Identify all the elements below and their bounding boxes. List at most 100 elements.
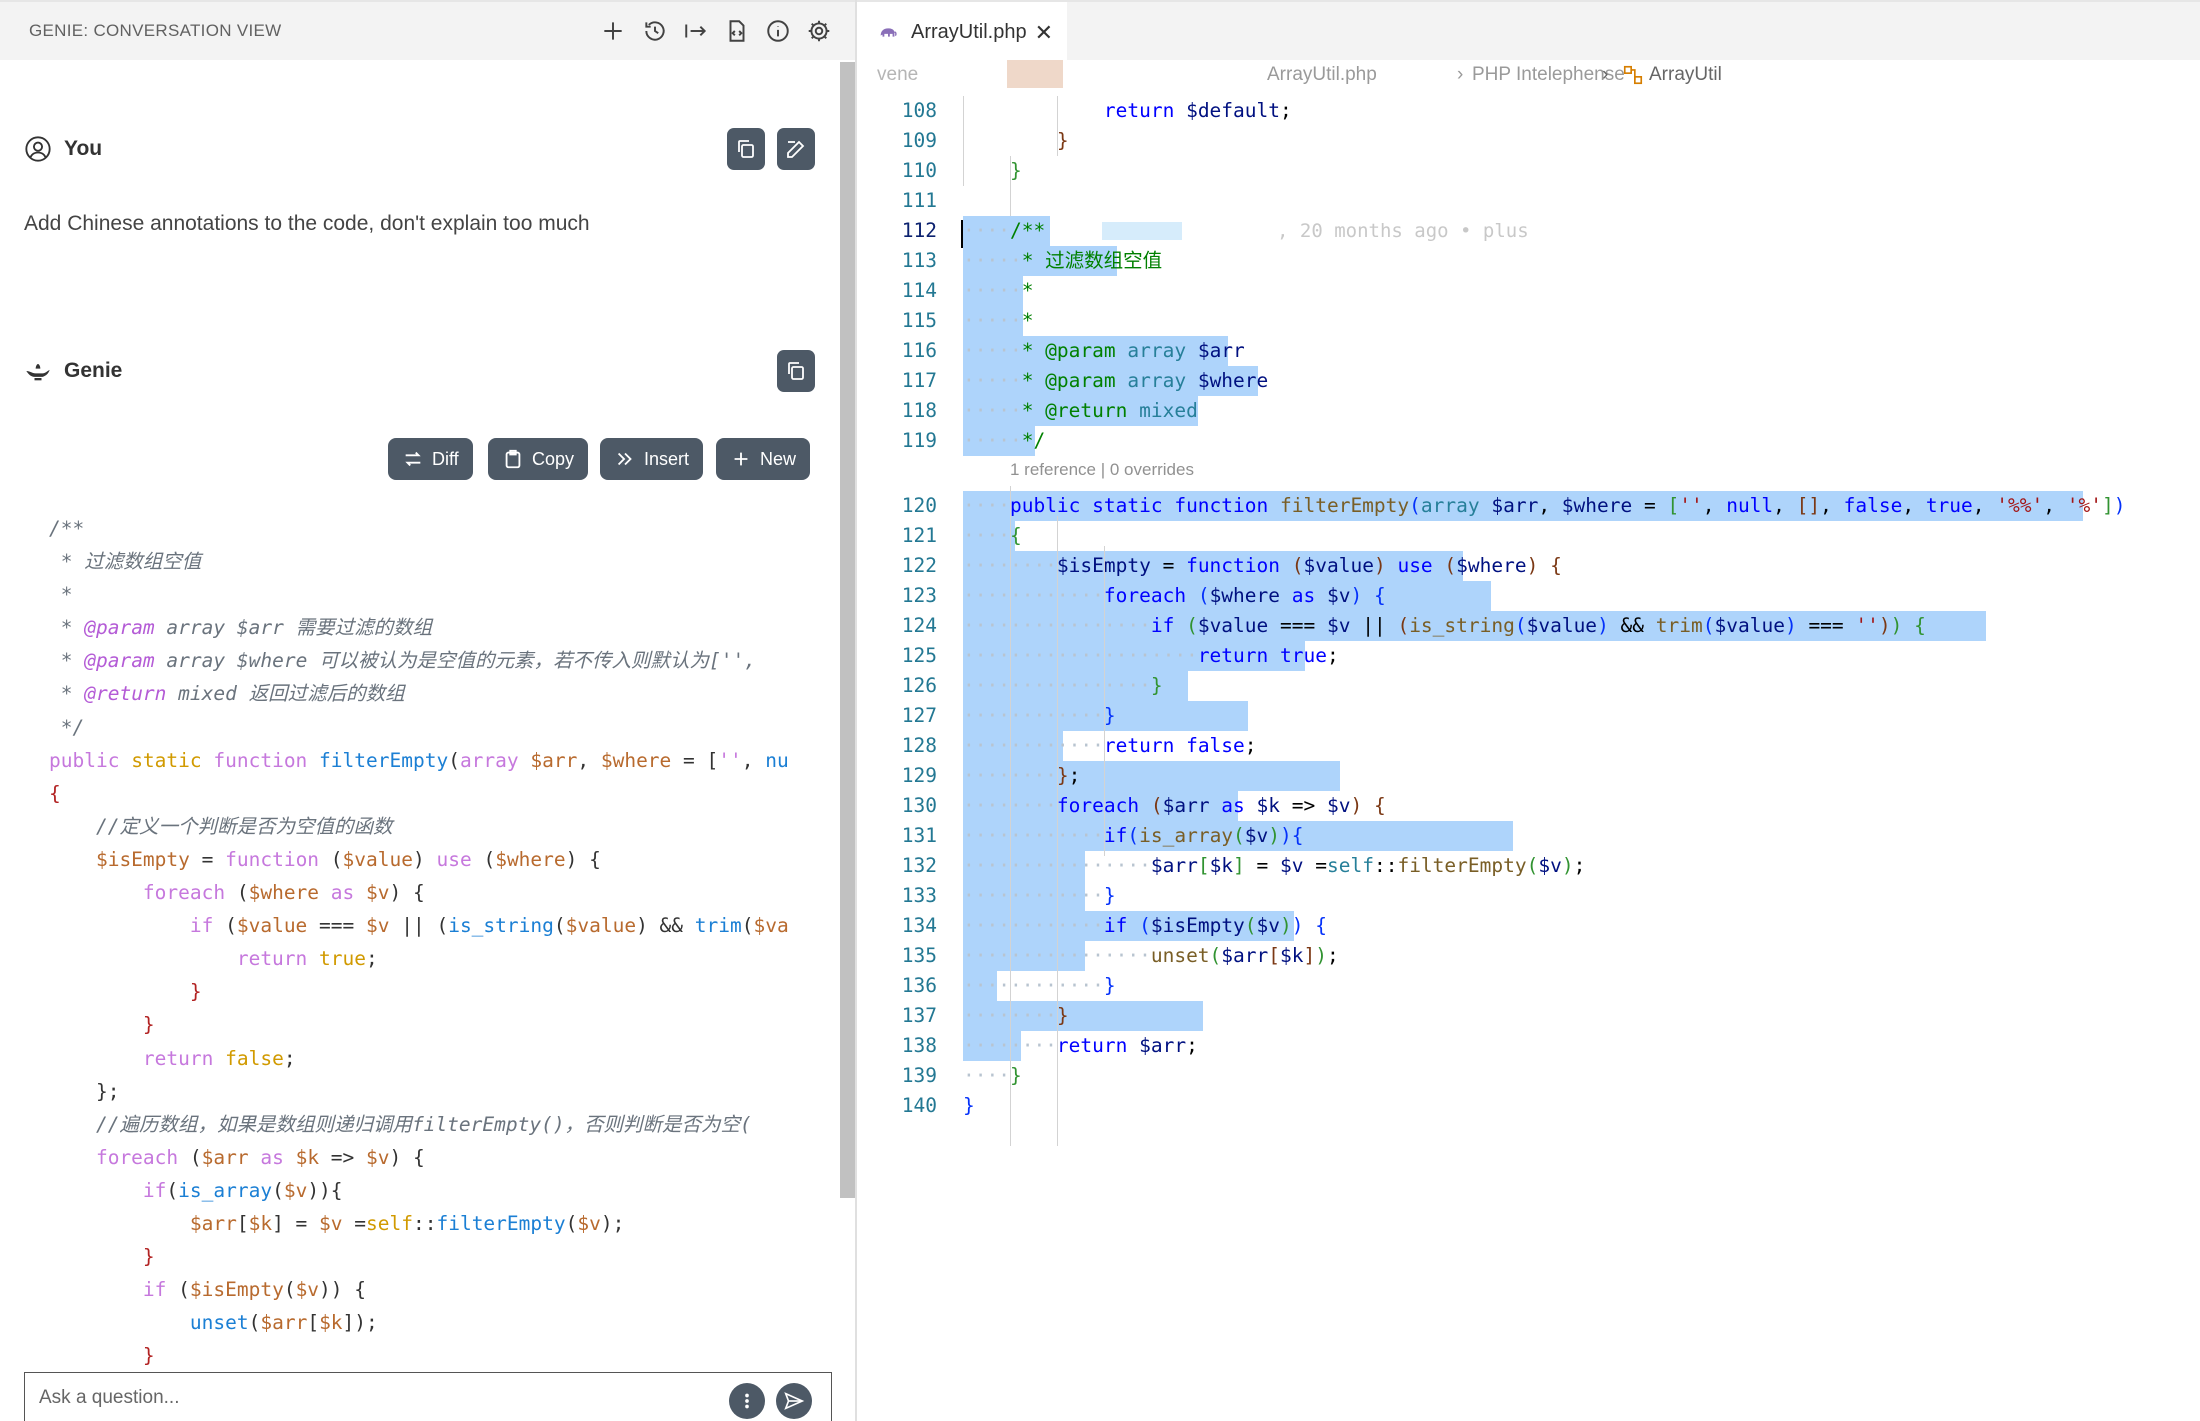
code-file-icon[interactable] xyxy=(722,16,752,46)
edit-message-button[interactable] xyxy=(777,128,815,170)
editor-line[interactable]: 117·····* @param array $where xyxy=(857,366,2200,396)
new-button[interactable]: New xyxy=(716,438,811,480)
editor-line[interactable]: 119·····*/ xyxy=(857,426,2200,456)
selection-row xyxy=(963,581,1491,611)
editor-line[interactable]: 108 return $default; xyxy=(857,96,2200,126)
line-number: 113 xyxy=(901,249,937,272)
editor-line[interactable]: 128············return false; xyxy=(857,731,2200,761)
selection-row xyxy=(963,671,1188,701)
editor-line[interactable]: 132················$arr[$k] = $v =self::… xyxy=(857,851,2200,881)
editor-line[interactable]: 114·····* xyxy=(857,276,2200,306)
editor-line[interactable]: 111 xyxy=(857,186,2200,216)
editor-line[interactable]: 115·····* xyxy=(857,306,2200,336)
editor-line[interactable]: 110 } xyxy=(857,156,2200,186)
selection-row xyxy=(963,396,1198,426)
codelens-references[interactable]: 1 reference | 0 overrides xyxy=(1010,460,1194,479)
line-number: 140 xyxy=(901,1094,937,1117)
plus-icon[interactable] xyxy=(598,16,628,46)
send-button[interactable] xyxy=(776,1383,812,1419)
line-code: ············} xyxy=(963,884,1116,907)
editor-line[interactable]: 123············foreach ($where as $v) { xyxy=(857,581,2200,611)
user-name: You xyxy=(64,137,103,160)
genie-code-line: foreach ($where as $v) { xyxy=(49,881,425,905)
breadcrumb-class[interactable]: ArrayUtil xyxy=(1649,64,1722,85)
editor-line[interactable]: 120····public static function filterEmpt… xyxy=(857,491,2200,521)
ask-input[interactable] xyxy=(39,1387,639,1409)
genie-code-line: if ($value === $v || (is_string($value) … xyxy=(49,914,789,938)
editor-line[interactable]: 130········foreach ($arr as $k => $v) { xyxy=(857,791,2200,821)
line-number: 128 xyxy=(901,734,937,757)
more-options-button[interactable] xyxy=(729,1383,765,1419)
selection-row xyxy=(963,821,1513,851)
redacted-region xyxy=(1007,60,1063,88)
ask-box xyxy=(24,1372,832,1421)
selection-row xyxy=(963,426,1035,456)
line-code: ········} xyxy=(963,1004,1069,1027)
copy-icon xyxy=(788,362,804,380)
editor-line[interactable]: 135················unset($arr[$k]); xyxy=(857,941,2200,971)
genie-code-line: //遍历数组，如果是数组则递归调用filterEmpty()，否则判断是否为空( xyxy=(49,1112,752,1136)
breadcrumb-folder[interactable]: vene xyxy=(877,64,919,85)
line-number: 134 xyxy=(901,914,937,937)
tab-arrayutil[interactable]: ArrayUtil.php ✕ xyxy=(857,2,1067,62)
editor-line[interactable]: 125····················return true; xyxy=(857,641,2200,671)
editor-line[interactable]: 112····/**, 20 months ago • plus xyxy=(857,216,2200,246)
genie-code-line: foreach ($arr as $k => $v) { xyxy=(49,1145,425,1169)
editor-line[interactable]: 124················if ($value === $v || … xyxy=(857,611,2200,641)
line-number: 132 xyxy=(901,854,937,877)
genie-name: Genie xyxy=(64,359,123,382)
breadcrumb-intelephense[interactable]: PHP Intelephense xyxy=(1472,64,1625,85)
panel-scrollbar[interactable] xyxy=(840,62,855,1198)
new-label: New xyxy=(760,448,797,469)
selection-row xyxy=(963,491,2083,521)
editor-line[interactable]: 129········}; xyxy=(857,761,2200,791)
line-number: 109 xyxy=(901,129,937,152)
editor-line[interactable]: 109 } xyxy=(857,126,2200,156)
close-icon[interactable]: ✕ xyxy=(1034,20,1053,45)
line-number: 122 xyxy=(901,554,937,577)
insert-button[interactable]: Insert xyxy=(600,438,704,480)
genie-code-line: return false; xyxy=(49,1046,296,1070)
editor-line[interactable]: 133············} xyxy=(857,881,2200,911)
genie-code-line: unset($arr[$k]); xyxy=(49,1311,378,1335)
editor-line[interactable]: 139····} xyxy=(857,1061,2200,1091)
line-code: ············if(is_array($v)){ xyxy=(963,824,1304,847)
editor-line[interactable]: 138········return $arr; xyxy=(857,1031,2200,1061)
editor-line[interactable]: 122········$isEmpty = function ($value) … xyxy=(857,551,2200,581)
copy-label: Copy xyxy=(532,448,575,469)
editor-line[interactable]: 116·····* @param array $arr xyxy=(857,336,2200,366)
copy-button[interactable]: Copy xyxy=(488,438,589,480)
line-number: 108 xyxy=(901,99,937,122)
editor-line[interactable]: 136············} xyxy=(857,971,2200,1001)
indent-guide xyxy=(1010,156,1011,216)
copy-message-button[interactable] xyxy=(727,128,765,170)
export-icon[interactable] xyxy=(681,16,711,46)
editor-line[interactable]: 121····{ xyxy=(857,521,2200,551)
gear-icon[interactable] xyxy=(804,16,834,46)
history-icon[interactable] xyxy=(640,16,670,46)
send-icon xyxy=(784,1392,805,1410)
editor-line[interactable]: 131············if(is_array($v)){ xyxy=(857,821,2200,851)
line-code: ·····* 过滤数组空值 xyxy=(963,249,1163,272)
editor-line[interactable]: 118·····* @return mixed xyxy=(857,396,2200,426)
info-icon[interactable] xyxy=(763,16,793,46)
editor-line[interactable]: 137········} xyxy=(857,1001,2200,1031)
copy-response-button[interactable] xyxy=(777,350,815,392)
line-code: ····················return true; xyxy=(963,644,1339,667)
genie-code-block: /** * 过滤数组空值 * * @param array $arr 需要过滤的… xyxy=(49,512,834,1372)
diff-button[interactable]: Diff xyxy=(388,438,473,480)
editor-line[interactable]: 126················} xyxy=(857,671,2200,701)
editor-line[interactable]: 140} xyxy=(857,1091,2200,1121)
line-code: ·····* @param array $where xyxy=(963,369,1269,392)
editor-line[interactable]: 113 ·····* 过滤数组空值 xyxy=(857,246,2200,276)
user-avatar-icon xyxy=(25,136,51,162)
genie-code-line: } xyxy=(49,980,202,1004)
genie-code-line: * @param array $where 可以被认为是空值的元素，若不传入则默… xyxy=(49,649,757,673)
editor-line[interactable]: 127············} xyxy=(857,701,2200,731)
breadcrumb-file[interactable]: ArrayUtil.php xyxy=(1267,64,1377,85)
genie-code-line: } xyxy=(49,1013,155,1037)
panel-divider[interactable] xyxy=(855,0,857,1421)
editor-line[interactable]: 134············if ($isEmpty($v)) { xyxy=(857,911,2200,941)
line-code: ·····* @return mixed xyxy=(963,399,1198,422)
